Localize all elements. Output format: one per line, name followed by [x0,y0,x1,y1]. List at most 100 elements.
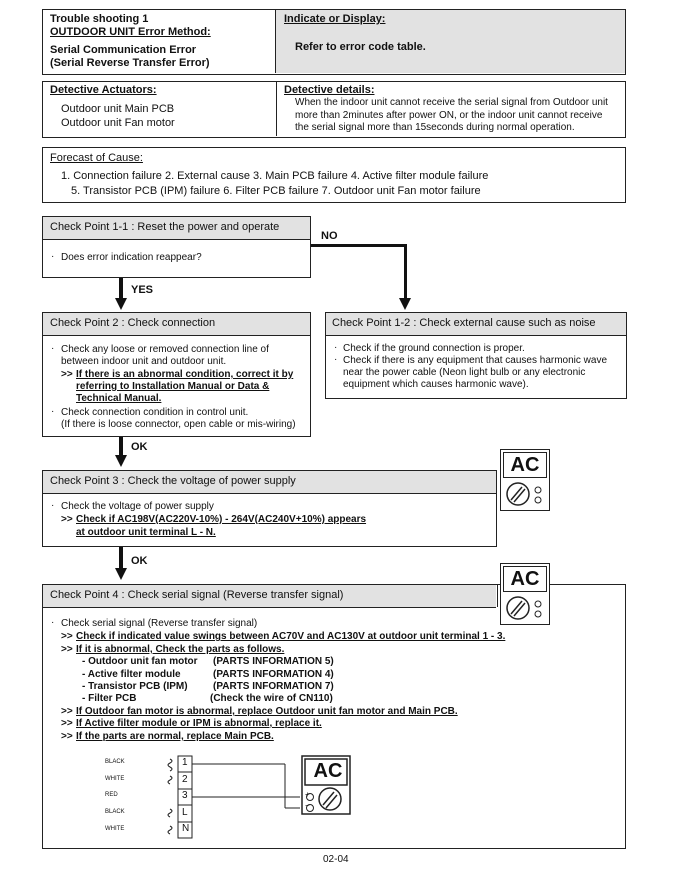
error-name-line1: Serial Communication Error [50,44,197,56]
actuators-label: Detective Actuators: [50,84,157,96]
ok1-arrowhead [115,455,127,467]
indicate-label: Indicate or Display: [284,13,386,25]
check-point-4-prefix: >> [61,631,73,642]
check-point-2-line3: Check connection condition in control un… [61,407,249,418]
check-point-1-2-bullet: · [334,354,338,365]
check-point-3-line1: Check the voltage of power supply [61,501,214,512]
check-point-1-2: Check Point 1-2 : Check external cause s… [325,312,627,399]
check-point-2-line2: between indoor unit and outdoor unit. [61,356,227,367]
check-point-4-action-2: If it is abnormal, Check the parts as fo… [76,644,285,655]
small-meter-label: AC [313,760,343,782]
check-point-1-1-question: Does error indication reappear? [61,252,202,263]
forecast-line2: 5. Transistor PCB (IPM) failure 6. Filte… [71,185,481,197]
check-point-3-action-prefix: >> [61,514,73,525]
ac-meter-icon: AC [500,449,550,511]
check-point-4-prefix: >> [61,706,73,717]
check-point-2-action-line2: referring to Installation Manual or Data… [76,381,270,392]
wire-squiggles [167,758,173,835]
check-point-1-2-line4: equipment which causes harmonic wave). [343,379,529,390]
no-line-vertical [404,244,407,300]
yes-label: YES [131,284,154,296]
check-point-4-action-4: If Active filter module or IPM is abnorm… [76,718,322,729]
ok1-line [119,437,123,457]
check-point-1-2-line3: near the power cable (Neon light bulb or… [343,367,586,378]
check-point-2-bullet: · [51,343,55,354]
check-point-4-prefix: >> [61,718,73,729]
check-point-2-line4: (If there is loose connector, open cable… [61,419,296,430]
check-point-1-2-line1: Check if the ground connection is proper… [343,343,525,354]
check-point-3-action-line2: at outdoor unit terminal L - N. [76,527,216,538]
check-point-2-action-line3: Technical Manual. [76,393,162,404]
ok2-line [119,547,123,570]
check-point-4-action-1: Check if indicated value swings between … [76,631,506,642]
yes-arrowhead [115,298,127,310]
check-point-4-title: Check Point 4 : Check serial signal (Rev… [50,589,344,601]
check-point-1-1: Check Point 1-1 : Reset the power and op… [42,216,311,278]
terminal-wiring-diagram [167,755,351,839]
check-point-2-title: Check Point 2 : Check connection [50,317,216,329]
error-name-line2: (Serial Reverse Transfer Error) [50,57,210,69]
wire-color-label: WHITE [105,826,125,832]
error-method-label: OUTDOOR UNIT Error Method: [50,26,211,38]
check-point-2: Check Point 2 : Check connection · Check… [42,312,311,437]
part-name: - Active filter module [82,669,181,680]
check-point-2-action-prefix: >> [61,369,73,380]
details-line: the serial signal more than 15seconds du… [295,122,575,133]
meter-small-icon [301,755,351,815]
wire-color-label: WHITE [105,776,125,782]
check-point-3: Check Point 3 : Check the voltage of pow… [42,470,497,547]
check-point-3-action-line1: Check if AC198V(AC220V-10%) - 264V(AC240… [76,514,367,525]
ok2-label: OK [131,555,148,567]
check-point-1-1-header [43,217,310,240]
check-point-4-action-3: If Outdoor fan motor is abnormal, replac… [76,706,458,717]
yes-line [119,278,123,300]
check-point-2-action-line1: If there is an abnormal condition, corre… [76,369,294,380]
no-label: NO [321,230,338,242]
ok2-arrowhead [115,568,127,580]
part-ref: (Check the wire of CN110) [210,693,333,704]
check-point-3-bullet: · [51,500,55,511]
part-ref: (PARTS INFORMATION 7) [213,681,334,692]
check-point-4-action-5: If the parts are normal, replace Main PC… [76,731,274,742]
check-point-4-bullet: · [51,617,55,628]
actuators-cell [43,82,277,136]
part-ref: (PARTS INFORMATION 5) [213,656,334,667]
wire-color-label: BLACK [105,759,125,765]
check-point-2-bullet: · [51,406,55,417]
part-name: - Transistor PCB (IPM) [82,681,188,692]
ac-meter-label: AC [503,566,547,592]
details-line: more than 2minutes after power ON, or th… [295,110,603,121]
actuator-item: Outdoor unit Fan motor [61,117,175,129]
meter-dial-icon [506,482,542,506]
part-ref: (PARTS INFORMATION 4) [213,669,334,680]
check-point-2-header [43,313,310,336]
check-point-1-1-question-bullet: · [51,251,55,262]
forecast-box: Forecast of Cause: 1. Connection failure… [42,147,626,203]
check-point-4-header-divider [497,585,498,607]
header-box: Trouble shooting 1 OUTDOOR UNIT Error Me… [42,9,626,75]
meter-dial-icon [506,596,542,620]
probe-plus: + [305,790,310,799]
check-point-4: Check Point 4 : Check serial signal (Rev… [42,584,626,849]
forecast-line1: 1. Connection failure 2. External cause … [61,170,489,182]
actuator-item: Outdoor unit Main PCB [61,103,175,115]
check-point-4-header [43,585,496,608]
indicate-value: Refer to error code table. [295,41,426,53]
ac-meter-label: AC [503,452,547,478]
check-point-1-2-line2: Check if there is any equipment that cau… [343,355,608,366]
part-name: - Filter PCB [82,693,137,704]
trouble-title: Trouble shooting 1 [50,13,149,25]
header-right-cell [276,10,625,73]
check-point-1-2-bullet: · [334,342,338,353]
no-arrowhead [399,298,411,310]
check-point-3-header [43,471,496,494]
header-left-cell [43,10,276,73]
forecast-label: Forecast of Cause: [50,152,143,164]
wire-color-label: BLACK [105,809,125,815]
check-point-1-2-header [326,313,626,336]
page-number: 02-04 [323,854,349,865]
no-line-horizontal [311,244,407,247]
terminal-number: L [182,807,188,818]
check-point-2-line1: Check any loose or removed connection li… [61,344,269,355]
check-point-1-2-title: Check Point 1-2 : Check external cause s… [332,317,596,329]
